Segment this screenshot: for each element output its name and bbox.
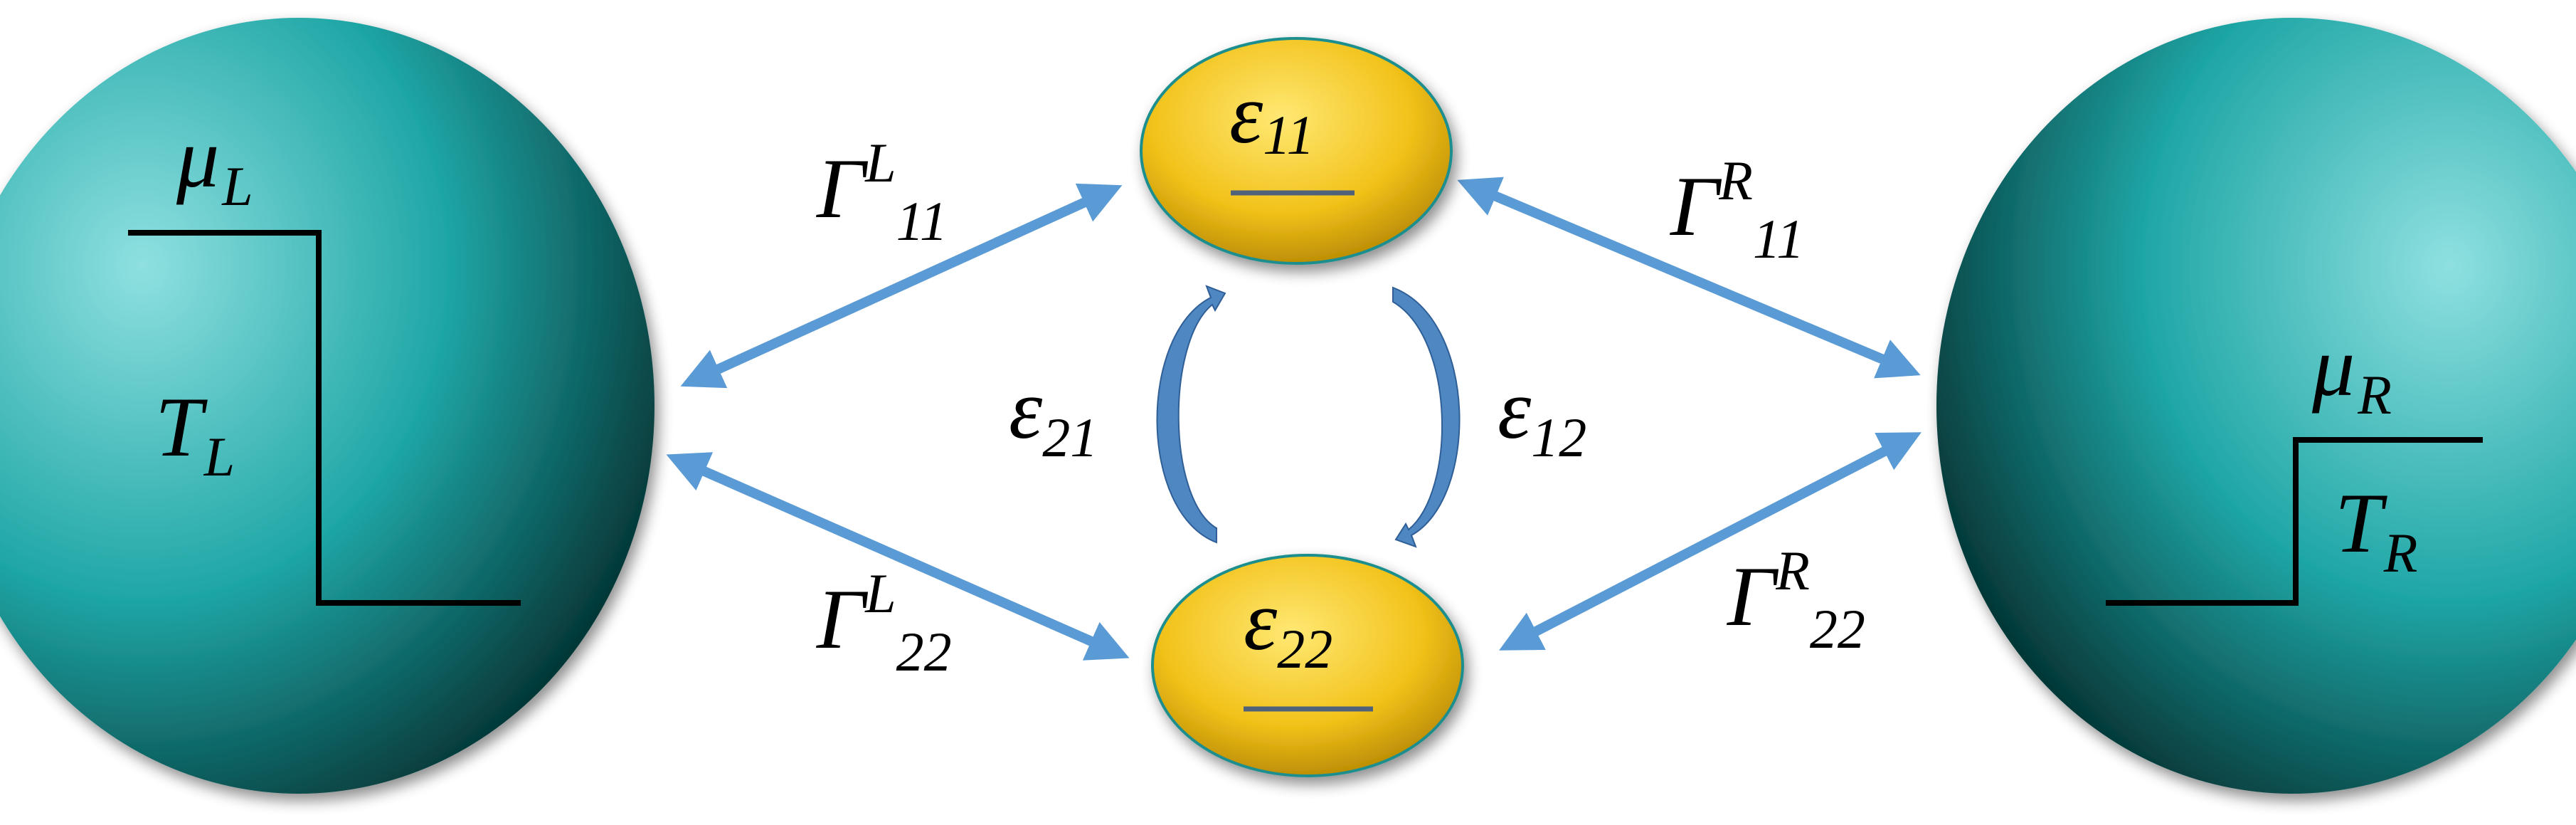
gamma-left-top-superscript: L — [864, 132, 896, 194]
right-fermi-step-line — [2106, 437, 2483, 606]
gamma-right-bottom-subscript: 22 — [1810, 598, 1865, 660]
left-mu-subscript: L — [221, 155, 253, 217]
left-reservoir: μL TL — [0, 18, 654, 794]
curved-arrow-left-up — [1156, 285, 1226, 544]
dot-top: ε11 — [1140, 37, 1453, 265]
interdot-left-label: ε21 — [1009, 362, 1098, 468]
right-reservoir-body — [1936, 18, 2576, 794]
gamma-left-top-label: ΓL11 — [816, 132, 948, 252]
dot-top-eps-subscript: 11 — [1263, 104, 1314, 166]
left-temp-symbol: T — [155, 379, 208, 474]
arrow-left-top — [680, 183, 1123, 389]
curved-arrow-right-down — [1392, 286, 1461, 548]
dot-top-energy-label: ε11 — [1229, 66, 1315, 166]
dot-bottom-energy-label: ε22 — [1244, 573, 1332, 680]
right-mu-subscript: R — [2357, 364, 2392, 426]
right-mu-symbol: μ — [2311, 319, 2355, 414]
arrow-left-bottom — [666, 452, 1130, 661]
interdot-left-eps-symbol: ε — [1009, 362, 1043, 456]
gamma-left-bottom-subscript: 22 — [896, 621, 952, 683]
gamma-right-top-subscript: 11 — [1753, 208, 1804, 270]
coupling-arrows — [666, 177, 1922, 661]
dot-bottom-eps-symbol: ε — [1244, 573, 1278, 668]
interdot-left-subscript: 21 — [1042, 406, 1098, 468]
left-mu-symbol: μ — [176, 110, 219, 205]
interdot-arrows — [1156, 285, 1461, 548]
arrow-right-top — [1457, 177, 1921, 379]
interdot-right-label: ε12 — [1498, 362, 1586, 468]
left-temperature-label: TL — [155, 379, 235, 488]
dot-top-body — [1140, 37, 1453, 265]
arrow-right-bottom — [1499, 432, 1922, 651]
gamma-right-bottom-superscript: R — [1775, 540, 1810, 601]
left-reservoir-body — [0, 18, 654, 794]
dot-bottom: ε22 — [1151, 554, 1464, 777]
right-temp-subscript: R — [2383, 522, 2418, 584]
dot-top-eps-symbol: ε — [1229, 66, 1263, 161]
right-mu-label: μR — [2311, 319, 2392, 426]
gamma-right-top-label: ΓR11 — [1670, 149, 1804, 270]
right-reservoir: μR TR — [1936, 18, 2576, 794]
right-temperature-label: TR — [2335, 475, 2417, 584]
interdot-right-eps-symbol: ε — [1498, 362, 1532, 456]
gamma-left-bottom-symbol: Γ — [816, 572, 869, 666]
gamma-right-bottom-label: ΓR22 — [1727, 540, 1865, 660]
gamma-left-bottom-label: ΓL22 — [816, 562, 952, 683]
dot-bottom-body — [1151, 554, 1464, 777]
left-mu-label: μL — [176, 110, 253, 217]
gamma-right-top-superscript: R — [1718, 149, 1753, 211]
left-temp-subscript: L — [203, 426, 235, 488]
right-temp-symbol: T — [2335, 475, 2387, 570]
gamma-left-bottom-superscript: L — [864, 562, 896, 624]
interdot-right-subscript: 12 — [1531, 406, 1586, 468]
gamma-left-top-subscript: 11 — [896, 190, 948, 252]
gamma-left-top-symbol: Γ — [816, 141, 869, 236]
dot-bottom-eps-subscript: 22 — [1277, 618, 1332, 680]
gamma-right-bottom-symbol: Γ — [1727, 549, 1779, 643]
left-fermi-step-line — [128, 230, 521, 606]
gamma-right-top-symbol: Γ — [1670, 159, 1722, 253]
